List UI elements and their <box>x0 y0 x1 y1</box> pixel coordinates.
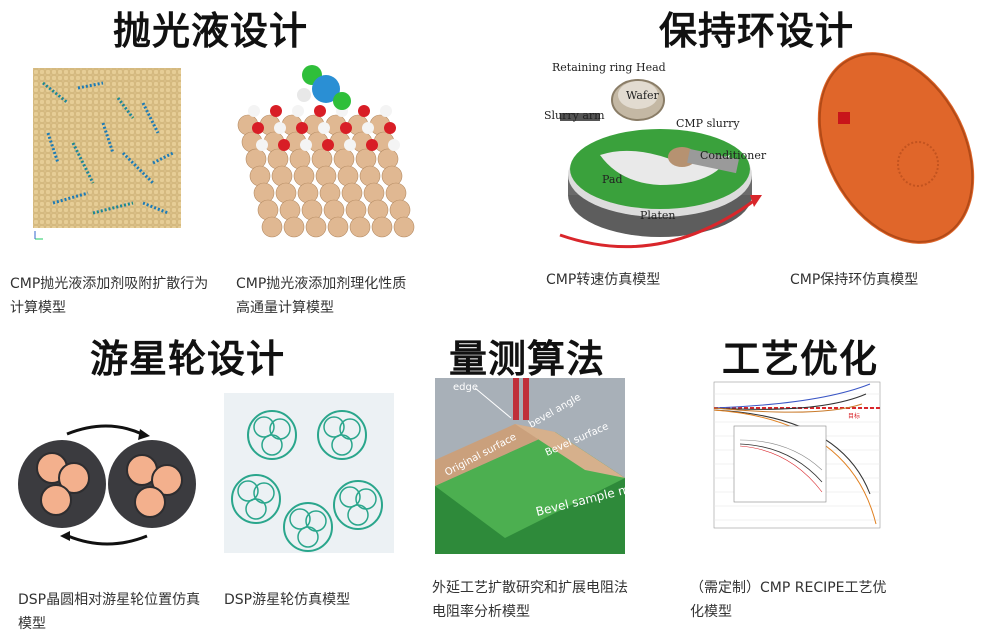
caption-metrology: 外延工艺扩散研究和扩展电阻法电阻率分析模型 <box>432 580 628 620</box>
lattice-atom <box>323 199 345 221</box>
figure-molecular-model <box>234 55 419 250</box>
caption-dsp-wafer-position: DSP晶圆相对游星轮位置仿真模型 <box>18 592 201 632</box>
label-slurry-arm: Slurry arm <box>544 109 605 122</box>
surface-atom <box>388 139 400 151</box>
surface-atom <box>252 122 264 134</box>
lattice-atom <box>261 216 283 238</box>
section-title-slurry: 抛光液设计 <box>113 9 309 53</box>
lattice-atom <box>253 182 275 204</box>
surface-atom <box>292 105 304 117</box>
lattice-atom <box>385 182 407 204</box>
surface-atom <box>274 122 286 134</box>
caption-adsorption-model: CMP抛光液添加剂吸附扩散行为计算模型 <box>10 276 209 316</box>
figure-adsorption-model <box>33 63 183 243</box>
surface-atom <box>270 105 282 117</box>
label-wafer: Wafer <box>626 89 659 102</box>
section-title-metrology: 量测算法 <box>449 337 606 381</box>
caption-dsp-carrier: DSP游星轮仿真模型 <box>224 592 351 608</box>
section-title-ring: 保持环设计 <box>659 9 855 53</box>
label-retaining-ring: Retaining ring <box>552 61 632 74</box>
caption-process-optimization: （需定制）CMP RECIPE工艺优化模型 <box>690 580 887 620</box>
surface-atom <box>314 105 326 117</box>
lattice-atom <box>333 148 355 170</box>
additive-atom <box>297 88 311 102</box>
lattice-atom <box>377 148 399 170</box>
caption-cmp-rotation: CMP转速仿真模型 <box>546 272 661 288</box>
lattice-atom <box>249 165 271 187</box>
lattice-atom <box>279 199 301 221</box>
section-title-process: 工艺优化 <box>722 337 879 381</box>
surface-atom <box>384 122 396 134</box>
lattice-atom <box>315 165 337 187</box>
lattice-atom <box>363 182 385 204</box>
lattice-atom <box>297 182 319 204</box>
lattice-atom <box>371 216 393 238</box>
lattice-atom <box>327 216 349 238</box>
label-cmp-slurry: CMP slurry <box>676 117 740 130</box>
figure-bevel-metrology: edge bevel angle Bevel surface Original … <box>435 378 625 554</box>
lattice-atom <box>345 199 367 221</box>
label-conditioner: Conditioner <box>700 149 767 162</box>
figure-process-chart: 目标 <box>690 374 886 554</box>
surface-atom <box>256 139 268 151</box>
lattice-atom <box>341 182 363 204</box>
lattice-atom <box>267 148 289 170</box>
lattice-atom <box>245 148 267 170</box>
lattice-atom <box>337 165 359 187</box>
caption-molecular-model: CMP抛光液添加剂理化性质高通量计算模型 <box>236 276 407 316</box>
surface-atom <box>318 122 330 134</box>
lattice-atom <box>349 216 371 238</box>
label-pad: Pad <box>602 173 623 186</box>
caption-retaining-ring: CMP保持环仿真模型 <box>790 272 919 288</box>
surface-atom <box>322 139 334 151</box>
figure-retaining-ring-sim <box>808 38 978 248</box>
lattice-atom <box>319 182 341 204</box>
section-title-carrier: 游星轮设计 <box>90 337 286 381</box>
surface-atom <box>344 139 356 151</box>
surface-atom <box>358 105 370 117</box>
additive-atom <box>333 92 351 110</box>
lattice-atom <box>301 199 323 221</box>
lattice-atom <box>389 199 411 221</box>
label-platen: Platen <box>640 209 676 222</box>
lattice-atom <box>381 165 403 187</box>
lattice-atom <box>393 216 415 238</box>
lattice-atom <box>367 199 389 221</box>
lattice-atom <box>271 165 293 187</box>
lattice-atom <box>275 182 297 204</box>
lattice-atom <box>289 148 311 170</box>
figure-dsp-carrier <box>224 393 394 553</box>
lattice-atom <box>305 216 327 238</box>
figure-cmp-rotation: Retaining ring Head Wafer Slurry arm CMP… <box>540 55 780 255</box>
lattice-atom <box>257 199 279 221</box>
surface-atom <box>340 122 352 134</box>
lattice-atom <box>359 165 381 187</box>
surface-atom <box>296 122 308 134</box>
additive-atom <box>312 75 340 103</box>
surface-atom <box>248 105 260 117</box>
label-target: 目标 <box>848 412 860 420</box>
surface-atom <box>300 139 312 151</box>
label-edge: edge <box>453 382 478 393</box>
surface-atom <box>366 139 378 151</box>
figure-dsp-wafer-position <box>12 418 202 548</box>
lattice-atom <box>293 165 315 187</box>
lattice-atom <box>283 216 305 238</box>
label-head: Head <box>636 61 666 74</box>
surface-atom <box>380 105 392 117</box>
lattice-atom <box>355 148 377 170</box>
surface-atom <box>278 139 290 151</box>
lattice-atom <box>311 148 333 170</box>
surface-atom <box>362 122 374 134</box>
